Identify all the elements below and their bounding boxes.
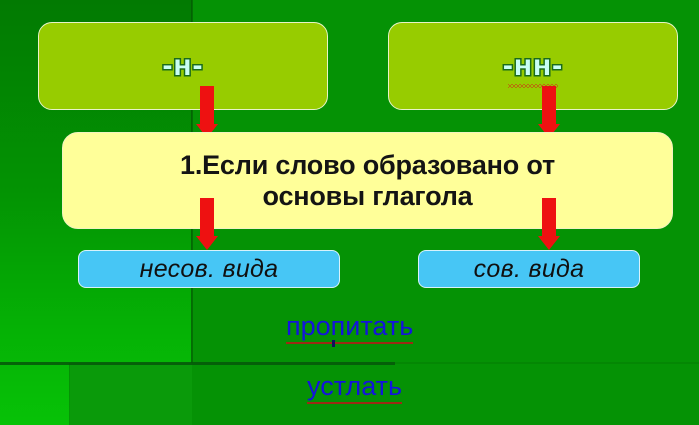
example-underline: [307, 402, 403, 404]
example-word-ustlat[interactable]: устлать: [307, 371, 403, 404]
background-panel-bottom-left: [70, 363, 192, 425]
rule-text-line-1: 1.Если слово образовано от: [180, 150, 555, 180]
horizontal-divider: [0, 362, 395, 365]
arrow-shaft: [542, 86, 556, 124]
header-box-n[interactable]: -н-: [38, 22, 328, 110]
example-word-propitat[interactable]: пропитать: [286, 311, 414, 347]
arrow-n-to-rule: [196, 86, 218, 138]
example-underline: [286, 342, 414, 344]
arrow-nn-to-rule: [538, 86, 560, 138]
header-label-nn-wrapper: -нн-: [501, 49, 564, 88]
horizontal-divider-soft: [395, 362, 699, 364]
arrow-rule-to-nesov: [196, 198, 218, 250]
header-label-nn: -нн-: [501, 49, 564, 82]
aspect-box-nesov[interactable]: несов. вида: [78, 250, 340, 288]
spellcheck-squiggle-icon: [507, 84, 559, 88]
aspect-box-sov[interactable]: сов. вида: [418, 250, 640, 288]
header-label-n: -н-: [161, 49, 204, 82]
aspect-label-nesov: несов. вида: [139, 254, 279, 283]
arrow-shaft: [200, 198, 214, 236]
rule-text-line-2: основы глагола: [262, 180, 473, 211]
text-caret: [332, 340, 335, 347]
header-label-n-wrapper: -н-: [161, 49, 204, 82]
example-label-propitat: пропитать: [286, 311, 414, 341]
arrow-shaft: [542, 198, 556, 236]
example-label-ustlat: устлать: [307, 371, 403, 401]
aspect-label-sov: сов. вида: [473, 254, 585, 283]
rule-box[interactable]: 1.Если слово образовано от основы глагол…: [62, 132, 673, 229]
arrow-head: [538, 236, 560, 250]
arrow-shaft: [200, 86, 214, 124]
header-box-nn[interactable]: -нн-: [388, 22, 678, 110]
arrow-head: [196, 236, 218, 250]
arrow-rule-to-sov: [538, 198, 560, 250]
